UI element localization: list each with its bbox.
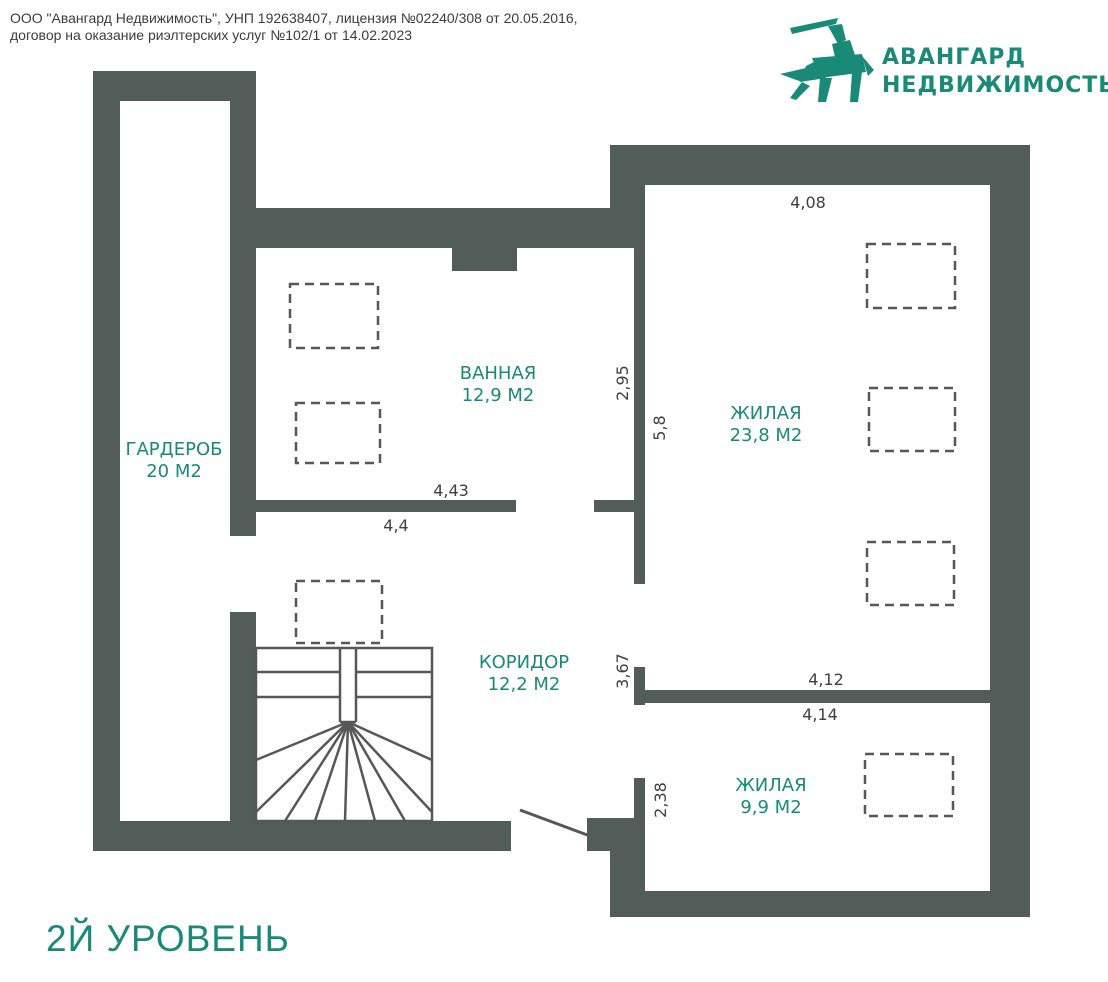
skylight-marker bbox=[294, 579, 384, 645]
skylight-marker bbox=[867, 386, 957, 453]
stair-line bbox=[346, 721, 407, 822]
room-area: 12,2 М2 bbox=[488, 674, 561, 695]
license-header: ООО "Авангард Недвижимость", УНП 1926384… bbox=[10, 10, 578, 44]
dimension-label: 4,4 bbox=[383, 516, 408, 535]
wall bbox=[93, 71, 256, 101]
room-corridor: КОРИДОР 12,2 М2 bbox=[479, 652, 569, 695]
skylight-marker bbox=[863, 752, 955, 818]
room-bathroom: ВАННАЯ 12,9 М2 bbox=[460, 363, 537, 406]
wall bbox=[256, 500, 516, 512]
dimension-label: 4,14 bbox=[802, 705, 838, 724]
wall bbox=[230, 71, 256, 536]
wall bbox=[93, 71, 120, 851]
wall bbox=[610, 891, 1030, 917]
staircase bbox=[254, 646, 434, 823]
room-area: 9,9 М2 bbox=[740, 797, 801, 818]
room-name: КОРИДОР bbox=[479, 652, 569, 673]
wall bbox=[634, 667, 645, 705]
room-living-large: ЖИЛАЯ 23,8 М2 bbox=[730, 403, 803, 446]
walls bbox=[93, 71, 1030, 917]
wall bbox=[610, 145, 645, 248]
room-wardrobe: ГАРДЕРОБ 20 М2 bbox=[126, 439, 223, 482]
license-line-2: договор на оказание риэлтерских услуг №1… bbox=[10, 27, 413, 43]
wall bbox=[645, 690, 990, 703]
dimension-label: 4,08 bbox=[790, 193, 826, 212]
stair-line bbox=[347, 720, 433, 762]
door-leaf bbox=[519, 808, 591, 838]
skylight-marker bbox=[865, 242, 957, 310]
stair-line bbox=[343, 721, 350, 822]
wall bbox=[256, 208, 636, 248]
dimensions: 4,08 4,43 4,4 4,12 4,14 2,95 5,8 3,67 2,… bbox=[383, 193, 844, 818]
license-line-1: ООО "Авангард Недвижимость", УНП 1926384… bbox=[10, 10, 578, 26]
room-living-small: ЖИЛАЯ 9,9 М2 bbox=[735, 775, 806, 818]
stair-line bbox=[255, 721, 349, 813]
wall bbox=[93, 821, 511, 851]
wall bbox=[452, 248, 517, 271]
wall bbox=[634, 778, 645, 821]
room-area: 12,9 М2 bbox=[462, 385, 535, 406]
company-logo: АВАНГАРД НЕДВИЖИМОСТЬ bbox=[780, 18, 1108, 102]
skylight-marker bbox=[294, 401, 382, 465]
stair-outline bbox=[254, 646, 434, 823]
skylight-marker bbox=[288, 282, 380, 350]
wall bbox=[990, 145, 1030, 917]
level-title: 2Й УРОВЕНЬ bbox=[46, 918, 290, 959]
room-name: ЖИЛАЯ bbox=[730, 403, 801, 424]
logo-line-2: НЕДВИЖИМОСТЬ bbox=[882, 73, 1108, 98]
stair-line bbox=[347, 721, 433, 813]
stair-line bbox=[313, 721, 350, 822]
wall bbox=[634, 248, 645, 584]
room-name: ГАРДЕРОБ bbox=[126, 439, 223, 460]
stair-line bbox=[283, 721, 350, 822]
knight-on-horse-icon bbox=[780, 18, 874, 102]
stair-line bbox=[346, 721, 377, 822]
dimension-label: 5,8 bbox=[650, 415, 669, 440]
wall bbox=[610, 145, 1030, 185]
room-area: 20 М2 bbox=[146, 461, 202, 482]
wall bbox=[594, 500, 636, 512]
dimension-label: 4,12 bbox=[808, 670, 844, 689]
room-name: ВАННАЯ bbox=[460, 363, 537, 384]
skylight-marker bbox=[865, 540, 956, 607]
skylight-markers bbox=[288, 242, 957, 818]
dimension-label: 4,43 bbox=[433, 481, 469, 500]
dimension-label: 3,67 bbox=[613, 653, 632, 689]
room-name: ЖИЛАЯ bbox=[735, 775, 806, 796]
wall bbox=[230, 612, 256, 851]
stair-line bbox=[255, 720, 349, 762]
logo-line-1: АВАНГАРД bbox=[882, 45, 1026, 70]
room-area: 23,8 М2 bbox=[730, 425, 803, 446]
dimension-label: 2,38 bbox=[651, 782, 670, 818]
dimension-label: 2,95 bbox=[613, 365, 632, 401]
